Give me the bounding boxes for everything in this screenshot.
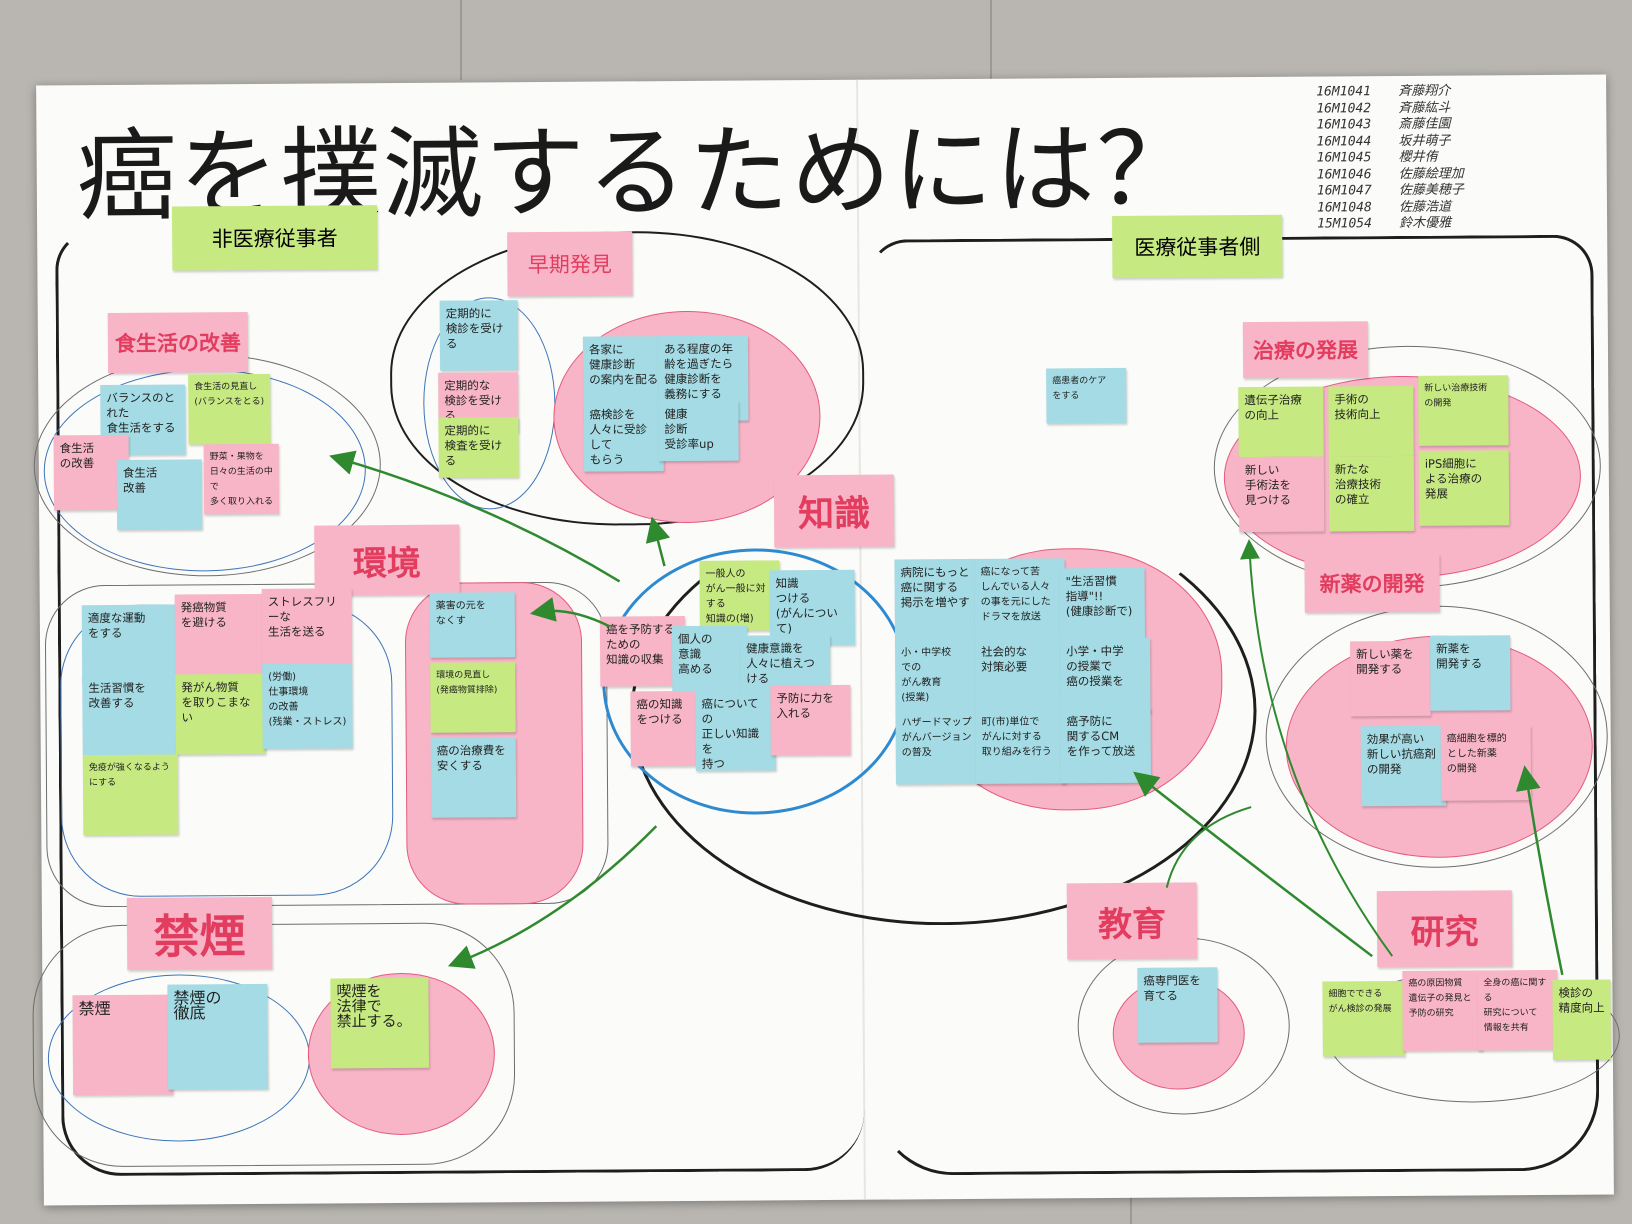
sticky-note: 新しい 手術法を 見つける [1238, 456, 1325, 533]
sticky-note: 禁煙 [72, 994, 174, 1096]
group-label-knowledge: 知識 [773, 474, 895, 548]
table-seam [990, 0, 992, 80]
sticky-note: 癌になって苦 しんでいる人々 の事を元にした ドラマを放送 [974, 558, 1066, 644]
sticky-note: ストレスフリーな 生活を送る [261, 588, 353, 664]
sticky-note: 一般人の がん一般に対する 知識の(増) [699, 560, 780, 631]
sticky-note: 癌の知識 をつける [630, 690, 701, 767]
group-label-non-medical: 非医療従事者 [171, 205, 378, 271]
sticky-note: 喫煙を 法律で 禁止する。 [330, 977, 429, 1069]
group-label-research: 研究 [1376, 890, 1513, 968]
sticky-note: 健康 診断 受診率up [658, 400, 739, 462]
sticky-note: 食生活の見直し (バランスをとる) [188, 373, 271, 445]
sticky-note: 癌についての 正しい知識を 持つ [695, 690, 776, 771]
sticky-note: 遺伝子治療 の向上 [1238, 386, 1324, 458]
sticky-note: iPS細胞に よる治療の 発展 [1418, 450, 1510, 526]
sticky-note: 定期的に 検査を受ける [438, 417, 519, 478]
sticky-note: 癌専門医を 育てる [1137, 967, 1218, 1043]
sticky-note: 定期的に 検診を受ける [439, 300, 519, 371]
sticky-note: 効果が高い 新しい抗癌剤 の開発 [1360, 725, 1447, 807]
group-label-new-drugs: 新薬の開発 [1304, 553, 1440, 613]
sticky-note: (労働) 仕事環境 の改善 (残業・ストレス) [262, 663, 353, 749]
sticky-note: 癌予防に 関するCM を作って放送 [1060, 707, 1152, 784]
group-label-medical: 医療従事者側 [1112, 214, 1283, 278]
sticky-note: 手術の 技術向上 [1328, 385, 1414, 457]
sticky-note: 食生活 改善 [116, 459, 203, 530]
table-seam [460, 0, 462, 80]
sticky-note: 新薬を 開発する [1429, 635, 1511, 711]
group-label-diet: 食生活の改善 [107, 312, 249, 373]
sticky-note: 知識 つける (がんについて) [769, 569, 856, 646]
sticky-note: 環境の見直し (発癌物質排除) [430, 662, 516, 733]
sticky-note: 禁煙の 徹底 [167, 983, 269, 1090]
sticky-note: 小・中学校 での がん教育 (授業) [894, 638, 981, 715]
sticky-note: 小学・中学 の授業で 癌の授業を [1059, 637, 1151, 714]
sticky-note: 癌の治療費を 安くする [430, 737, 517, 818]
sticky-note: 町(市)単位で がんに対する 取り組みを行う [975, 708, 1067, 784]
sticky-note: 検診の 精度向上 [1552, 979, 1611, 1060]
sticky-note: 野菜・果物を 日々の生活の中で 多く取り入れる [203, 443, 280, 515]
sticky-note: 薬害の元を なくす [429, 592, 516, 658]
sticky-note: 細胞でできる がん検診の発展 [1322, 980, 1405, 1057]
sticky-note: 癌患者のケア をする [1046, 367, 1127, 424]
sticky-note: 癌の原因物質 遺伝子の発見と 予防の研究 [1402, 970, 1483, 1051]
sticky-note: 全身の癌に関する 研究について 情報を共有 [1477, 969, 1558, 1051]
sticky-note: 癌細胞を標的 とした新薬 の開発 [1440, 725, 1532, 801]
sticky-note: 新しい治療技術 の開発 [1418, 375, 1509, 446]
sticky-note: ハザードマップ がんバージョン の普及 [895, 708, 982, 785]
sticky-note: 発癌物質 を避ける [174, 593, 266, 675]
table-seam [1130, 1180, 1132, 1224]
group-label-early-detection: 早期発見 [507, 231, 633, 297]
sticky-note: 社会的な 対策必要 [974, 638, 1066, 714]
sticky-note: 新たな 治療技術 の確立 [1328, 455, 1415, 532]
group-label-environment: 環境 [314, 524, 460, 596]
group-label-smoking: 禁煙 [126, 896, 273, 970]
sticky-note: 発がん物質 を取りこまない [175, 673, 266, 755]
sticky-note: 病院にもっと 癌に関する 掲示を増やす [894, 558, 981, 645]
group-label-treatment: 治療の発展 [1242, 321, 1369, 379]
group-label-education: 教育 [1066, 882, 1198, 960]
sticky-note: 生活習慣を 改善する [82, 674, 178, 756]
sticky-note: 癌検診を 人々に受診して もらう [583, 401, 664, 472]
sticky-note: "生活習慣 指導"!! (健康診断で) [1059, 567, 1146, 644]
sticky-note: 免疫が強くなるよう にする [82, 754, 179, 836]
sticky-note: 新しい薬を 開発する [1350, 640, 1431, 717]
sticky-note: 適度な運動 をする [81, 604, 178, 686]
sticky-note: 予防に力を 入れる [770, 684, 851, 756]
